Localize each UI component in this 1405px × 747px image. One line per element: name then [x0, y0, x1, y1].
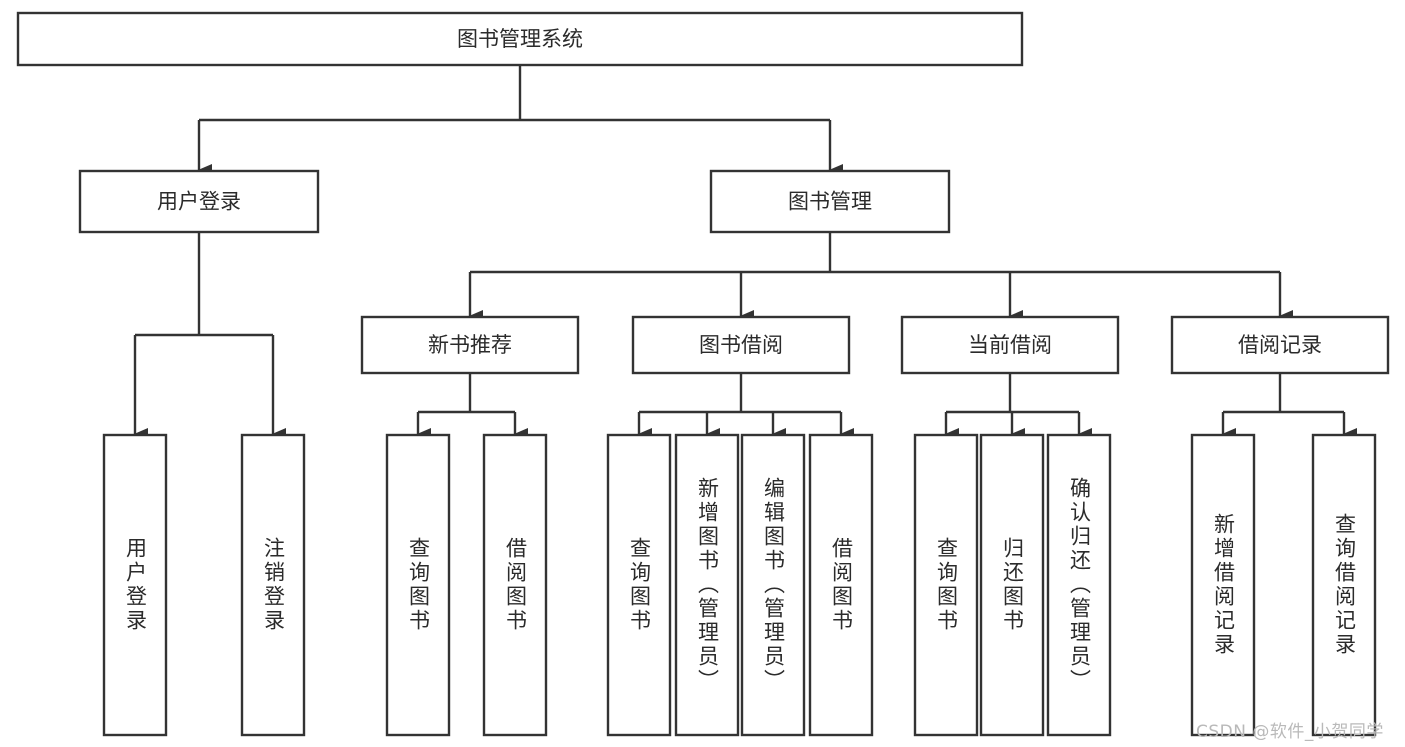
leaf-4-box[interactable] [606, 433, 672, 737]
root-system-label: 图书管理系统 [457, 27, 583, 51]
level3-0-box[interactable] [360, 315, 580, 375]
leaf-6-box[interactable] [740, 433, 806, 737]
node-boxes-layer [16, 11, 1390, 737]
level3-1-label: 图书借阅 [699, 333, 783, 357]
root-system-box[interactable] [16, 11, 1024, 67]
level2-0-label: 用户登录 [157, 190, 241, 214]
leaf-9-box[interactable] [979, 433, 1045, 737]
level3-3-label: 借阅记录 [1238, 333, 1322, 357]
level3-0-label: 新书推荐 [428, 333, 512, 357]
level3-2-box[interactable] [900, 315, 1120, 375]
leaf-7-box[interactable] [808, 433, 874, 737]
level2-0-box[interactable] [78, 169, 320, 234]
leaf-10-box[interactable] [1046, 433, 1112, 737]
leaf-2-box[interactable] [385, 433, 451, 737]
connectors-layer [133, 65, 1357, 440]
level3-3-box[interactable] [1170, 315, 1390, 375]
level2-1-label: 图书管理 [788, 190, 872, 214]
leaf-3-box[interactable] [482, 433, 548, 737]
leaf-12-box[interactable] [1311, 433, 1377, 737]
level3-1-box[interactable] [631, 315, 851, 375]
leaf-11-box[interactable] [1190, 433, 1256, 737]
leaf-0-box[interactable] [102, 433, 168, 737]
leaf-8-box[interactable] [913, 433, 979, 737]
level3-2-label: 当前借阅 [968, 333, 1052, 357]
leaf-5-box[interactable] [674, 433, 740, 737]
level2-1-box[interactable] [709, 169, 951, 234]
csdn-watermark: CSDN @软件_小贺同学 [1196, 722, 1384, 742]
leaf-1-box[interactable] [240, 433, 306, 737]
